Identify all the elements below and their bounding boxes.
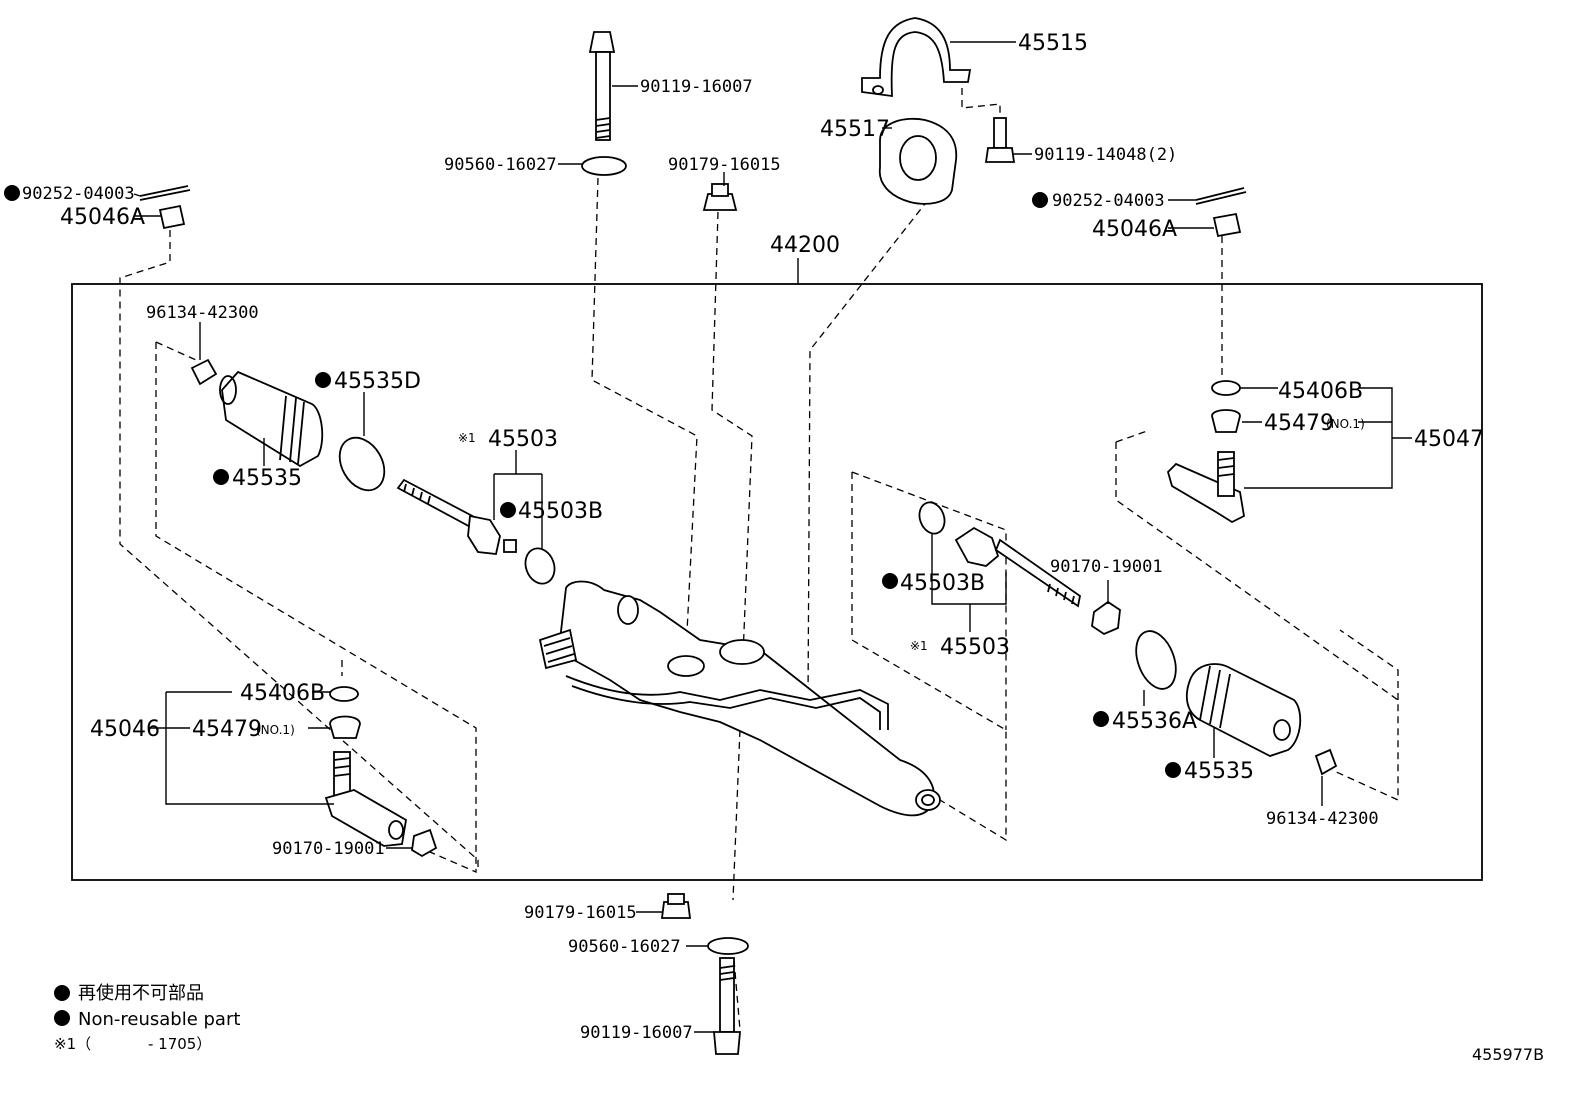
label-96134-42300-right: 96134-42300	[1266, 809, 1379, 829]
bushing-45517-part	[878, 117, 958, 205]
label-45536A: 45536A	[1112, 709, 1197, 734]
label-90119-16007-bottom: 90119-16007	[580, 1023, 693, 1043]
washer-90560-16027-bottom-part	[707, 937, 749, 955]
label-90560-16027-top: 90560-16027	[444, 155, 557, 175]
legend-note-range: - 1705）	[148, 1035, 211, 1053]
label-90179-16015-bottom: 90179-16015	[524, 903, 637, 923]
clamp-96134-42300-left-part	[190, 358, 218, 386]
label-45503B-left: 45503B	[518, 499, 603, 524]
nut-90170-19001-left-part	[411, 828, 438, 858]
boot-45479-right-part	[1211, 409, 1241, 433]
legend-japanese: 再使用不可部品	[78, 983, 204, 1004]
ref-mark-left: ※1	[458, 431, 476, 445]
label-90252-04003-left: 90252-04003	[22, 184, 135, 204]
legend-english: Non-reusable part	[78, 1009, 240, 1030]
label-45517: 45517	[820, 117, 890, 142]
label-45515: 45515	[1018, 31, 1088, 56]
label-90170-19001-right: 90170-19001	[1050, 557, 1163, 577]
diagram-id: 455977B	[1472, 1045, 1544, 1064]
label-45406B-right: 45406B	[1278, 379, 1363, 404]
seal-45406B-left-part	[329, 686, 359, 702]
seal-45406B-right-part	[1211, 380, 1241, 396]
label-45046A-left: 45046A	[60, 205, 145, 230]
label-45503-right: 45503	[940, 635, 1010, 660]
label-90119-16007-top: 90119-16007	[640, 77, 753, 97]
label-45047: 45047	[1414, 427, 1484, 452]
clamp-96134-42300-right-part	[1314, 748, 1338, 776]
label-45535-right: 45535	[1184, 759, 1254, 784]
label-90179-16015-top: 90179-16015	[668, 155, 781, 175]
label-96134-42300-left: 96134-42300	[146, 303, 259, 323]
washer-90560-16027-top-part	[581, 156, 627, 176]
boot-45535-left-part	[219, 370, 324, 468]
label-90119-14048: 90119-14048(2)	[1034, 145, 1177, 165]
cotter-pin-left-part	[139, 185, 191, 201]
legend: 再使用不可部品 Non-reusable part ※1（ - 1705）	[54, 983, 240, 1053]
tie-rod-end-45047-part	[1166, 451, 1245, 524]
label-45479-left: 45479	[192, 717, 262, 742]
ref-mark-right: ※1	[910, 639, 928, 653]
nut-90170-19001-right-part	[1091, 600, 1121, 636]
washer-45503B-right-part	[918, 501, 946, 535]
legend-note-prefix: ※1（	[54, 1035, 91, 1053]
cotter-pin-right-part	[1195, 187, 1247, 205]
non-reusable-markers	[4, 185, 1181, 778]
label-45046: 45046	[90, 717, 160, 742]
nut-90179-16015-top-part	[702, 183, 738, 211]
steering-rack-44200-part	[538, 580, 941, 817]
guide-lines	[119, 88, 1399, 1031]
bolt-90119-16007-bottom-part	[713, 957, 741, 1055]
label-90252-04003-right: 90252-04003	[1052, 191, 1165, 211]
boot-45535-right-part	[1185, 663, 1302, 757]
bolt-90119-16007-top-part	[588, 31, 616, 141]
bolt-90119-14048-part	[984, 117, 1016, 163]
tie-rod-end-45046-part	[324, 751, 407, 847]
assembly-frame	[71, 283, 1483, 881]
clamp-45535D-part	[338, 436, 386, 492]
castle-nut-left-part	[158, 204, 186, 230]
nut-90179-16015-bottom-part	[660, 893, 692, 919]
castle-nut-right-part	[1212, 212, 1242, 238]
label-45535-left: 45535	[232, 466, 302, 491]
bracket-45515-part	[861, 17, 972, 98]
label-45479-right: 45479	[1264, 411, 1334, 436]
label-44200: 44200	[770, 233, 840, 258]
label-45479-left-suffix: (NO.1)	[256, 723, 295, 737]
boot-45479-left-part	[329, 715, 361, 739]
clamp-45536A-part	[1135, 630, 1177, 690]
label-45046A-right: 45046A	[1092, 217, 1177, 242]
label-45406B-left: 45406B	[240, 681, 325, 706]
label-90560-16027-bottom: 90560-16027	[568, 937, 681, 957]
tie-rod-45503-right-part	[954, 526, 1081, 608]
leader-lines	[133, 41, 1412, 1033]
label-45535D: 45535D	[334, 369, 421, 394]
tie-rod-45503-left-part	[396, 478, 517, 555]
label-45503B-right: 45503B	[900, 571, 985, 596]
washer-45503B-left-part	[524, 547, 556, 585]
label-90170-19001-left: 90170-19001	[272, 839, 385, 859]
label-45503-left: 45503	[488, 427, 558, 452]
label-45479-right-suffix: (NO.1)	[1326, 417, 1365, 431]
